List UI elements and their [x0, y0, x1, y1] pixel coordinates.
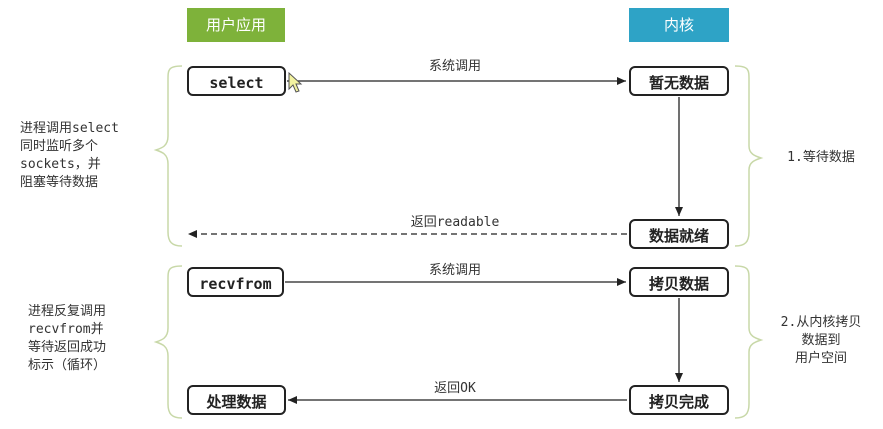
- user-app-lane-header: 用户应用: [187, 8, 285, 42]
- right-brace-phase1: [734, 65, 764, 247]
- mouse-cursor-icon: [288, 71, 303, 93]
- phase1-right-note: 1.等待数据: [787, 150, 855, 165]
- left-brace-phase2: [153, 265, 183, 419]
- phase2-left-note: 进程反复调用 recvfrom并 等待返回成功 标示（循环）: [28, 304, 107, 373]
- kernel-data-ready-box: 数据就绪: [629, 219, 729, 249]
- kernel-copy-data-box: 拷贝数据: [629, 267, 729, 297]
- kernel-lane-header: 内核: [629, 8, 729, 42]
- left-brace-phase1: [153, 65, 183, 247]
- phase1-left-note: 进程调用select 同时监听多个 sockets，并 阻塞等待数据: [20, 121, 119, 190]
- phase2-right-note: 2.从内核拷贝 数据到 用户空间: [780, 315, 862, 366]
- kernel-copy-done-box: 拷贝完成: [629, 385, 729, 415]
- arrow-label-syscall-2: 系统调用: [428, 263, 481, 278]
- right-brace-phase2: [734, 265, 764, 419]
- select-call-box: select: [187, 66, 286, 96]
- arrow-label-return-ok: 返回OK: [434, 381, 476, 396]
- kernel-no-data-box: 暂无数据: [629, 66, 729, 96]
- process-data-box: 处理数据: [187, 385, 286, 415]
- arrow-label-syscall-1: 系统调用: [428, 59, 481, 74]
- recvfrom-call-box: recvfrom: [187, 267, 284, 297]
- arrow-label-return-readable: 返回readable: [410, 215, 500, 230]
